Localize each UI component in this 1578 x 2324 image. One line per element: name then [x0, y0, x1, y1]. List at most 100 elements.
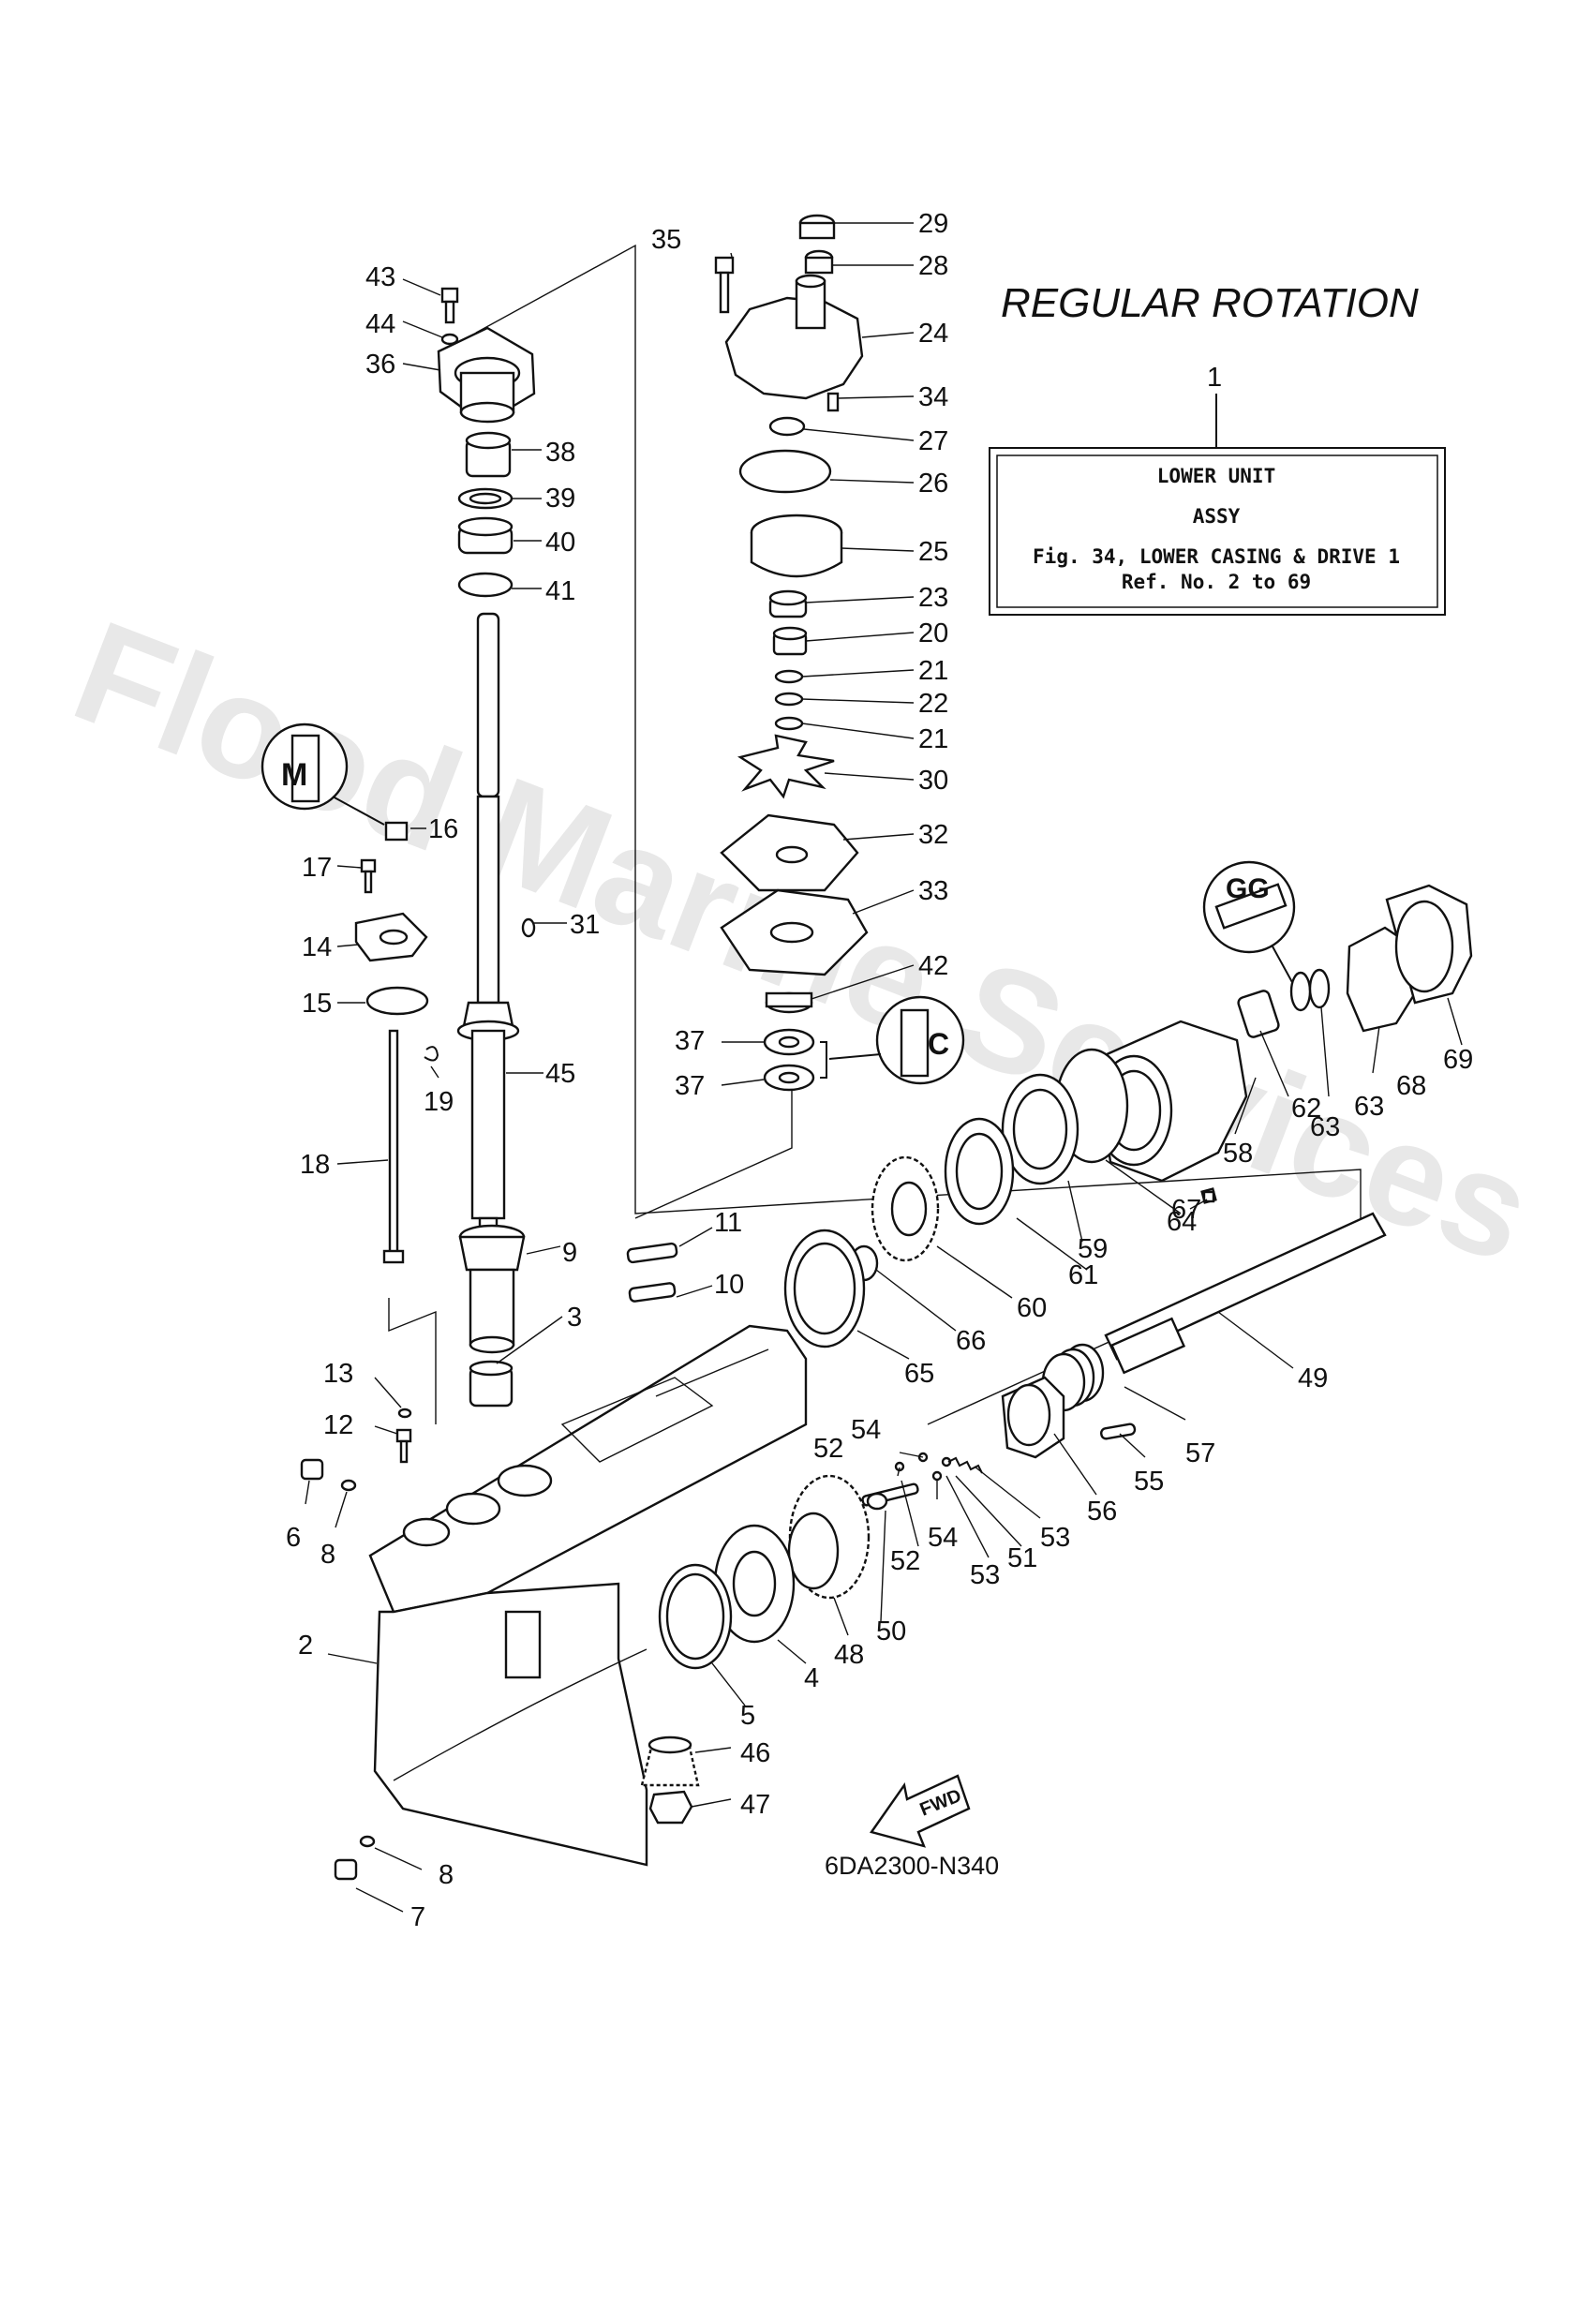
svg-text:C: C [928, 1027, 949, 1061]
callout-37-bottom: 37 [675, 1071, 705, 1101]
callout-48: 48 [834, 1640, 864, 1670]
callout-61: 61 [1068, 1260, 1098, 1290]
callout-63-right: 63 [1354, 1092, 1384, 1122]
lower-casing-part [368, 1324, 808, 1867]
callout-14: 14 [302, 932, 332, 962]
gear-and-shim-parts [783, 1048, 1129, 1348]
callout-50: 50 [876, 1616, 906, 1646]
bolt-part [440, 287, 459, 346]
callout-53-left: 53 [970, 1560, 1000, 1590]
callout-53-right: 53 [1040, 1523, 1070, 1553]
pump-plate-part [720, 813, 869, 1014]
callout-33: 33 [918, 876, 948, 906]
callout-3: 3 [567, 1303, 582, 1333]
small-key-part [1202, 1190, 1215, 1203]
callout-68: 68 [1396, 1071, 1426, 1101]
clutch-assembly-part [861, 1343, 1137, 1511]
callout-17: 17 [302, 853, 332, 883]
callout-4: 4 [804, 1663, 819, 1693]
callout-6: 6 [286, 1523, 301, 1553]
detail-inset-left: M [261, 723, 385, 826]
callout-37-top: 37 [675, 1026, 705, 1056]
callout-69: 69 [1443, 1045, 1473, 1075]
callout-2: 2 [298, 1631, 313, 1661]
small-fastener-parts [300, 1408, 412, 1881]
callout-15: 15 [302, 989, 332, 1019]
callout-1: 1 [1207, 363, 1222, 393]
callout-57: 57 [1185, 1438, 1215, 1468]
callout-52-bottom: 52 [890, 1546, 920, 1576]
propeller-shaft-part [1104, 1212, 1387, 1375]
info-box: LOWER UNIT ASSY Fig. 34, LOWER CASING & … [989, 394, 1446, 616]
shift-rod-assembly-part [354, 821, 439, 1264]
callout-21-bottom: 21 [918, 724, 948, 754]
callout-41: 41 [545, 576, 575, 606]
callout-27: 27 [918, 426, 948, 456]
callout-25: 25 [918, 537, 948, 567]
diagram-code: 6DA2300-N340 [825, 1852, 999, 1880]
callout-60: 60 [1017, 1293, 1047, 1323]
leader-lines [305, 222, 1463, 1913]
callout-13: 13 [323, 1359, 353, 1389]
callout-58: 58 [1223, 1139, 1253, 1169]
callout-43: 43 [365, 262, 395, 292]
detail-inset-middle: C [828, 995, 965, 1085]
bearing-stack-part [457, 431, 514, 598]
detail-inset-right: GG [1202, 860, 1296, 985]
callout-29: 29 [918, 209, 948, 239]
callout-65: 65 [904, 1359, 934, 1389]
callout-55: 55 [1134, 1467, 1164, 1497]
callout-30: 30 [918, 766, 948, 796]
drive-shaft-part [456, 612, 520, 1262]
callout-28: 28 [918, 251, 948, 281]
fwd-arrow-icon: FWD [870, 1774, 971, 1848]
callout-51: 51 [1007, 1543, 1037, 1573]
callout-42: 42 [918, 951, 948, 981]
info-box-line-2: ASSY [1193, 505, 1241, 528]
callout-26: 26 [918, 469, 948, 499]
diagram-title: REGULAR ROTATION [1001, 280, 1419, 326]
callout-22: 22 [918, 689, 948, 719]
callout-67: 67 [1171, 1195, 1201, 1225]
callout-31: 31 [570, 910, 600, 940]
callout-54-bottom: 54 [928, 1523, 958, 1553]
callout-10: 10 [714, 1270, 744, 1300]
callout-44: 44 [365, 309, 395, 339]
sleeve-part [458, 1224, 526, 1408]
callout-23: 23 [918, 583, 948, 613]
flange-housing-part [437, 326, 536, 424]
callout-19: 19 [424, 1087, 454, 1117]
callout-32: 32 [918, 820, 948, 850]
info-box-line-3: Fig. 34, LOWER CASING & DRIVE 1 [1033, 545, 1400, 568]
callout-12: 12 [323, 1410, 353, 1440]
callout-52-top: 52 [813, 1434, 843, 1464]
callout-56: 56 [1087, 1497, 1117, 1527]
callout-21-top: 21 [918, 656, 948, 686]
callout-59: 59 [1078, 1234, 1108, 1264]
callout-62: 62 [1291, 1094, 1321, 1124]
callout-5: 5 [740, 1701, 755, 1731]
key-part [521, 917, 536, 938]
callout-8-top: 8 [320, 1540, 335, 1570]
water-pump-assembly-part [714, 214, 864, 578]
callout-38: 38 [545, 438, 575, 468]
impeller-part [737, 734, 835, 799]
info-box-line-4: Ref. No. 2 to 69 [1122, 571, 1311, 593]
info-box-line-1: LOWER UNIT [1157, 465, 1275, 487]
svg-text:M: M [281, 757, 307, 793]
callout-36: 36 [365, 350, 395, 380]
callout-16: 16 [428, 814, 458, 844]
callout-34: 34 [918, 382, 948, 412]
callout-8-bottom: 8 [439, 1860, 454, 1890]
callout-39: 39 [545, 484, 575, 514]
clip-parts [626, 1242, 678, 1303]
callout-47: 47 [740, 1790, 770, 1820]
callout-labels: 43 44 36 38 39 40 41 16 17 14 15 19 18 3… [286, 209, 1473, 1932]
callout-54-top: 54 [851, 1415, 881, 1445]
callout-45: 45 [545, 1059, 575, 1089]
callout-35: 35 [651, 225, 681, 255]
callout-49: 49 [1298, 1363, 1328, 1393]
callout-20: 20 [918, 618, 948, 648]
